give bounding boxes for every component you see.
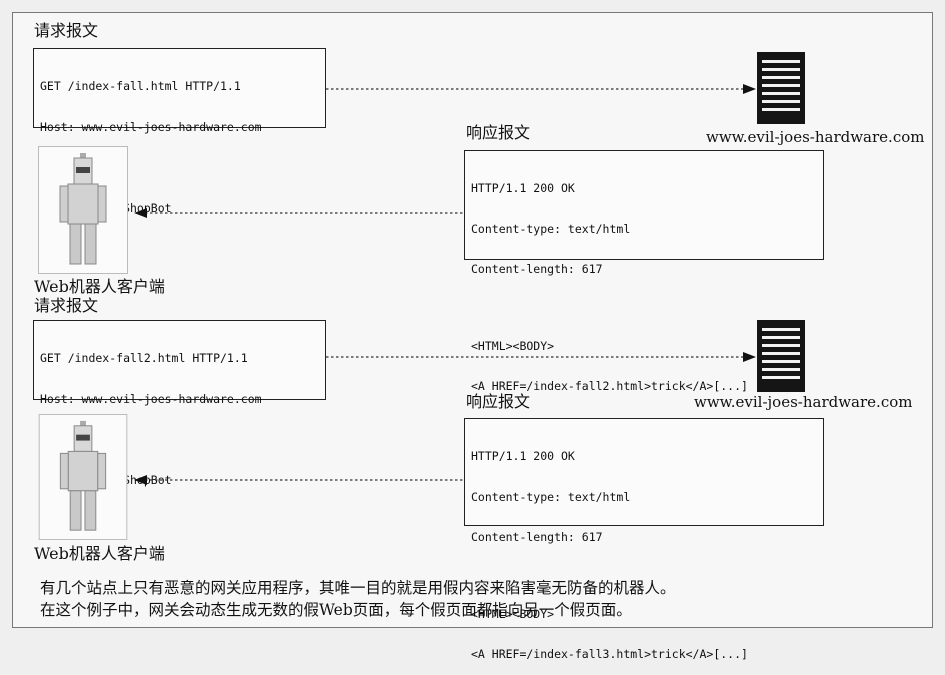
client-label-2: Web机器人客户端: [34, 544, 165, 563]
response-arrow-1: [134, 208, 464, 218]
request-line: GET /index-fall2.html HTTP/1.1: [40, 351, 248, 365]
response-label-2: 响应报文: [466, 392, 531, 411]
server-hostname-2: www.evil-joes-hardware.com: [694, 393, 913, 411]
client-label-1: Web机器人客户端: [34, 277, 165, 296]
caption-line-1: 有几个站点上只有恶意的网关应用程序，其唯一目的就是用假内容来陷害毫无防备的机器人…: [40, 579, 676, 597]
response-header-line: HTTP/1.1 200 OK: [471, 181, 575, 195]
robot-client-icon-2: [38, 414, 128, 540]
request-box-1: GET /index-fall.html HTTP/1.1 Host: www.…: [33, 48, 326, 214]
response-header-line: HTTP/1.1 200 OK: [471, 449, 575, 463]
response-arrow-2: [134, 475, 464, 485]
response-header-line: Content-length: 617: [471, 262, 603, 276]
response-header-line: Content-type: text/html: [471, 489, 631, 504]
response-box-2: HTTP/1.1 200 OK Content-type: text/html …: [464, 418, 824, 661]
server-hostname-1: www.evil-joes-hardware.com: [706, 128, 925, 146]
response-body-line: <A HREF=/index-fall2.html>trick</A>[...]: [471, 379, 748, 393]
request-line: Host: www.evil-joes-hardware.com: [40, 391, 262, 406]
response-body-line: <A HREF=/index-fall3.html>trick</A>[...]: [471, 647, 748, 661]
response-header-line: Content-length: 617: [471, 530, 603, 544]
response-label-1: 响应报文: [466, 123, 531, 142]
caption-line-2: 在这个例子中，网关会动态生成无数的假Web页面，每个假页面都指向另一个假页面。: [40, 601, 632, 619]
response-header-line: Content-type: text/html: [471, 221, 631, 236]
request-line: GET /index-fall.html HTTP/1.1: [40, 79, 241, 93]
response-body-line: <HTML><BODY>: [471, 606, 555, 621]
response-body-line: <HTML><BODY>: [471, 338, 555, 353]
request-box-2: GET /index-fall2.html HTTP/1.1 Host: www…: [33, 320, 326, 486]
server-icon-2: [757, 320, 805, 392]
request-arrow-1: [326, 84, 756, 94]
response-box-1: HTTP/1.1 200 OK Content-type: text/html …: [464, 150, 824, 393]
request-label-2: 请求报文: [34, 296, 99, 315]
robot-client-icon-1: [38, 146, 128, 274]
server-icon-1: [757, 52, 805, 124]
request-line: Host: www.evil-joes-hardware.com: [40, 119, 262, 134]
request-label-1: 请求报文: [34, 21, 99, 40]
request-arrow-2: [326, 352, 756, 362]
